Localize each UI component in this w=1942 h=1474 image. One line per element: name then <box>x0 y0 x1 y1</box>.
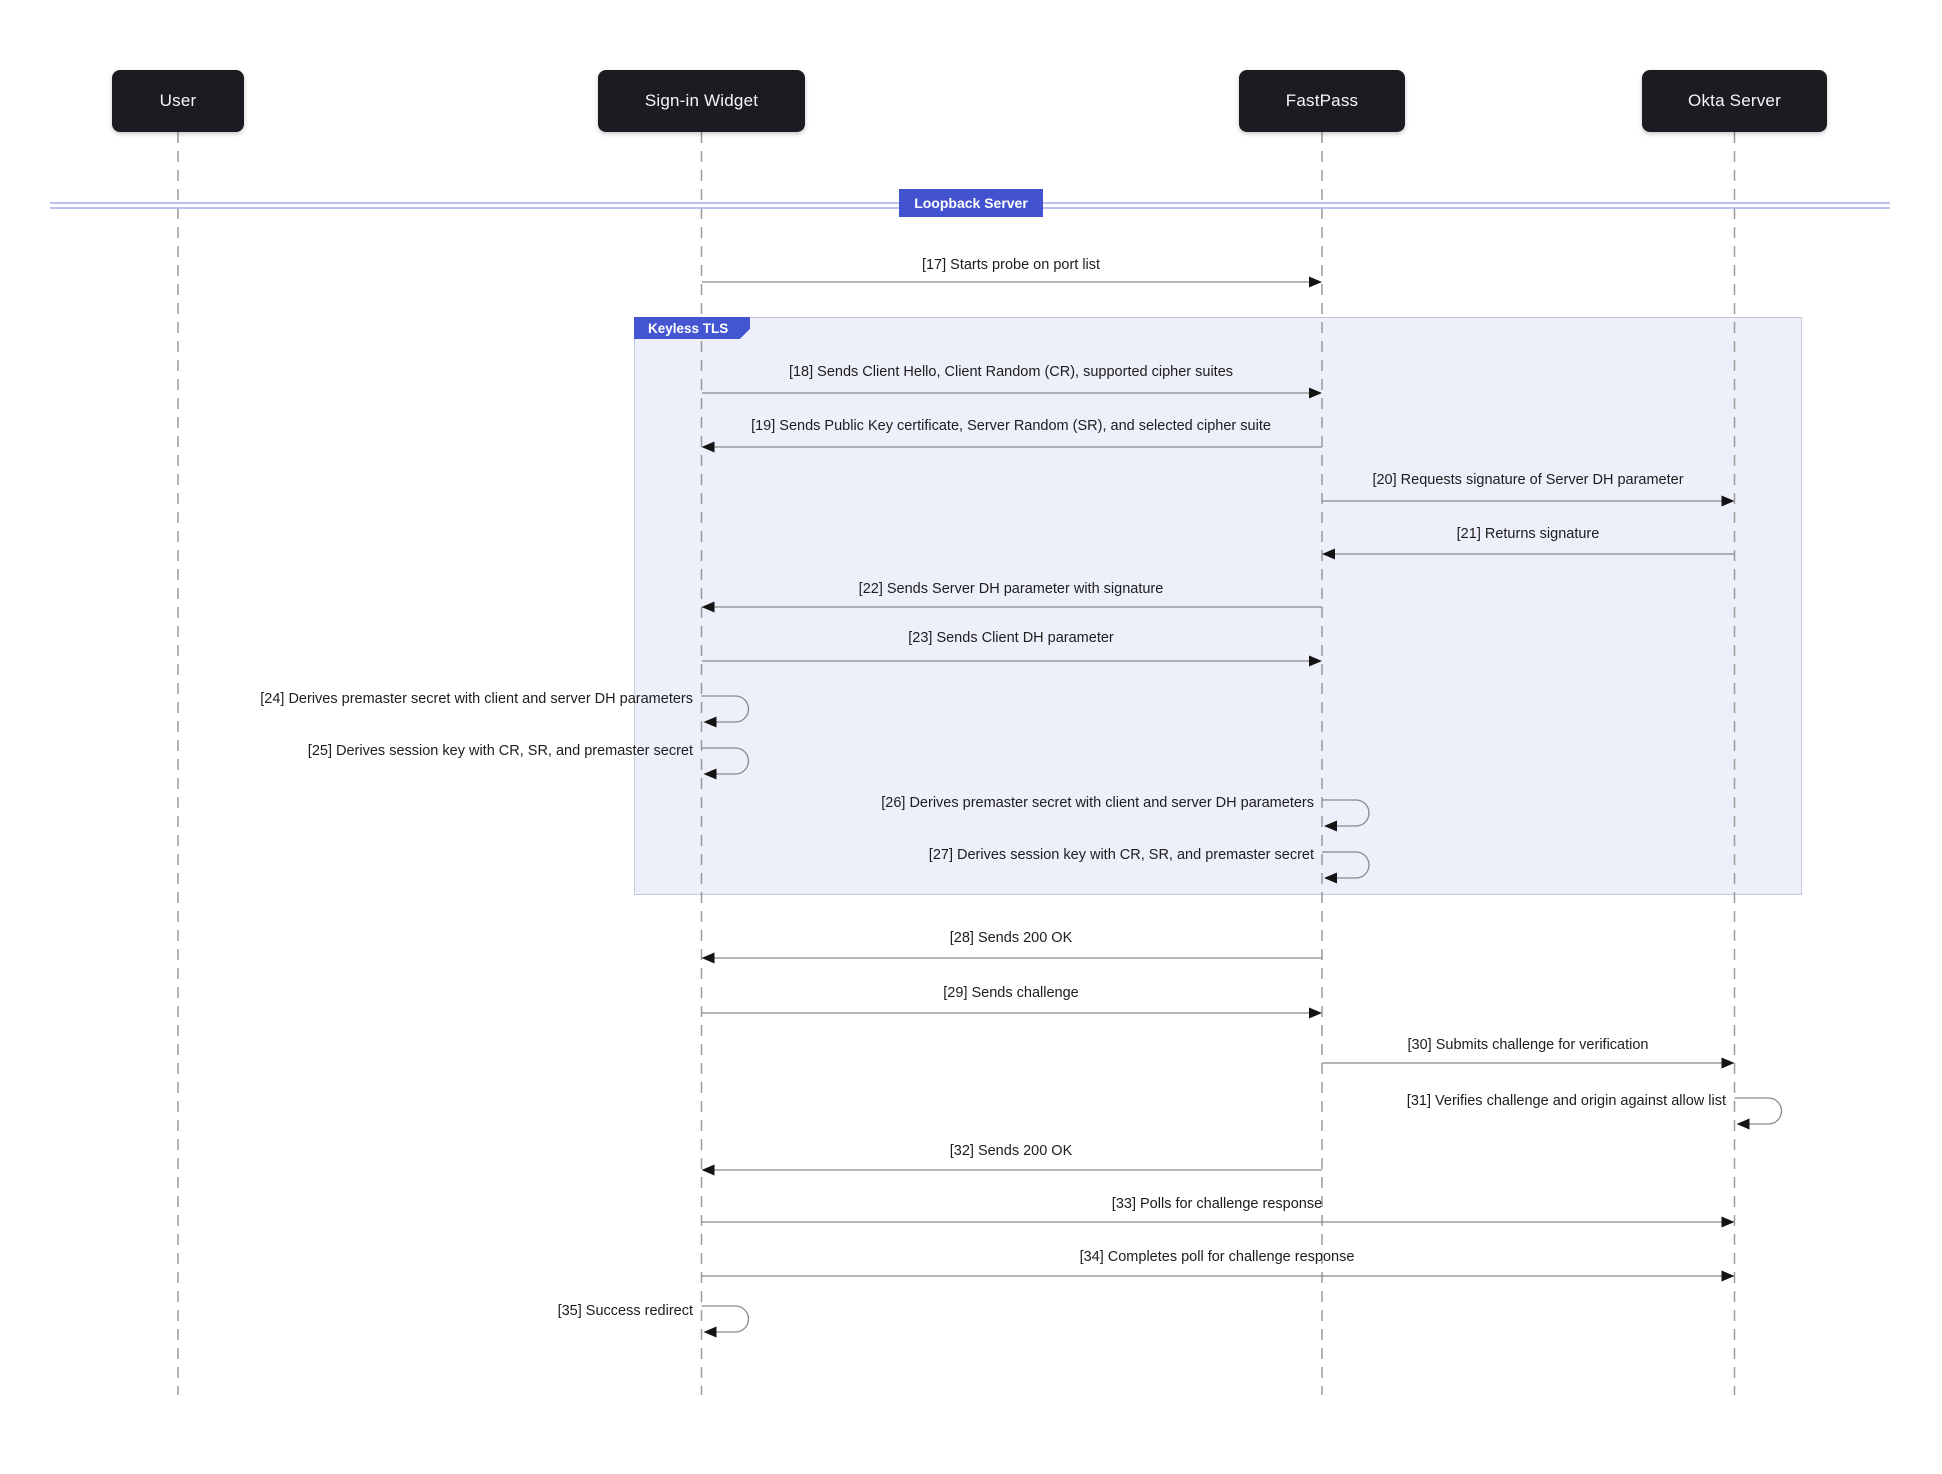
message-label-31: [31] Verifies challenge and origin again… <box>1406 1093 1726 1109</box>
arrowhead-26 <box>1324 820 1337 832</box>
self-loops <box>701 695 1783 1333</box>
arrowhead-34 <box>1721 1270 1735 1282</box>
message-label-33: [33] Polls for challenge response <box>1111 1196 1323 1212</box>
message-label-26: [26] Derives premaster secret with clien… <box>881 795 1314 811</box>
divider-label: Loopback Server <box>914 195 1028 211</box>
arrowhead-29 <box>1309 1007 1322 1019</box>
arrowhead-31 <box>1736 1118 1750 1130</box>
message-label-34: [34] Completes poll for challenge respon… <box>1079 1249 1355 1265</box>
message-lines <box>702 281 1734 1277</box>
actor-user-label: User <box>159 91 197 110</box>
fragment-keyless-tls-tag: Keyless TLS <box>634 317 751 339</box>
arrowhead-20 <box>1721 495 1735 507</box>
arrowhead-35 <box>703 1326 717 1338</box>
actor-user: User <box>112 70 244 132</box>
arrowhead-28 <box>701 952 715 964</box>
arrowhead-17 <box>1309 276 1322 288</box>
arrowheads <box>701 276 1750 1338</box>
message-label-32: [32] Sends 200 OK <box>949 1143 1073 1159</box>
arrowhead-23 <box>1309 655 1322 667</box>
fragment-label: Keyless TLS <box>648 320 729 336</box>
loop-26 <box>1322 799 1370 827</box>
message-label-20: [20] Requests signature of Server DH par… <box>1372 472 1684 488</box>
message-label-17: [17] Starts probe on port list <box>921 257 1101 273</box>
actor-sign-in-widget: Sign-in Widget <box>598 70 805 132</box>
message-label-18: [18] Sends Client Hello, Client Random (… <box>788 364 1234 380</box>
arrowhead-25 <box>703 768 717 780</box>
arrowhead-21 <box>1322 548 1335 560</box>
message-label-19: [19] Sends Public Key certificate, Serve… <box>751 418 1271 434</box>
arrowhead-33 <box>1721 1216 1735 1228</box>
arrowhead-32 <box>701 1164 715 1176</box>
message-label-22: [22] Sends Server DH parameter with sign… <box>858 581 1164 597</box>
message-label-35: [35] Success redirect <box>557 1303 693 1319</box>
actor-fastpass-label: FastPass <box>1285 91 1359 110</box>
loop-25 <box>701 747 750 775</box>
lifelines <box>177 132 1736 1395</box>
fragment-keyless-tls-box <box>634 317 1802 895</box>
actor-sign-in-widget-label: Sign-in Widget <box>644 91 759 110</box>
loop-35 <box>701 1305 750 1333</box>
message-label-25: [25] Derives session key with CR, SR, an… <box>307 743 693 759</box>
message-label-28: [28] Sends 200 OK <box>949 930 1073 946</box>
message-label-21: [21] Returns signature <box>1456 526 1600 542</box>
actor-okta-server-label: Okta Server <box>1688 91 1781 110</box>
actor-fastpass: FastPass <box>1239 70 1405 132</box>
loop-31 <box>1734 1097 1783 1125</box>
message-label-30: [30] Submits challenge for verification <box>1407 1037 1649 1053</box>
arrowhead-19 <box>701 441 715 453</box>
message-label-23: [23] Sends Client DH parameter <box>908 630 1114 646</box>
loop-27 <box>1322 851 1370 879</box>
message-label-24: [24] Derives premaster secret with clien… <box>260 691 693 707</box>
arrowhead-30 <box>1721 1057 1735 1069</box>
arrowhead-22 <box>701 601 715 613</box>
loop-24 <box>701 695 750 723</box>
message-label-27: [27] Derives session key with CR, SR, an… <box>928 847 1314 863</box>
arrowhead-27 <box>1324 872 1337 884</box>
arrowhead-18 <box>1309 387 1322 399</box>
message-label-29: [29] Sends challenge <box>943 985 1079 1001</box>
divider-loopback-server: Loopback Server <box>899 189 1043 217</box>
actor-okta-server: Okta Server <box>1642 70 1827 132</box>
arrowhead-24 <box>703 716 717 728</box>
